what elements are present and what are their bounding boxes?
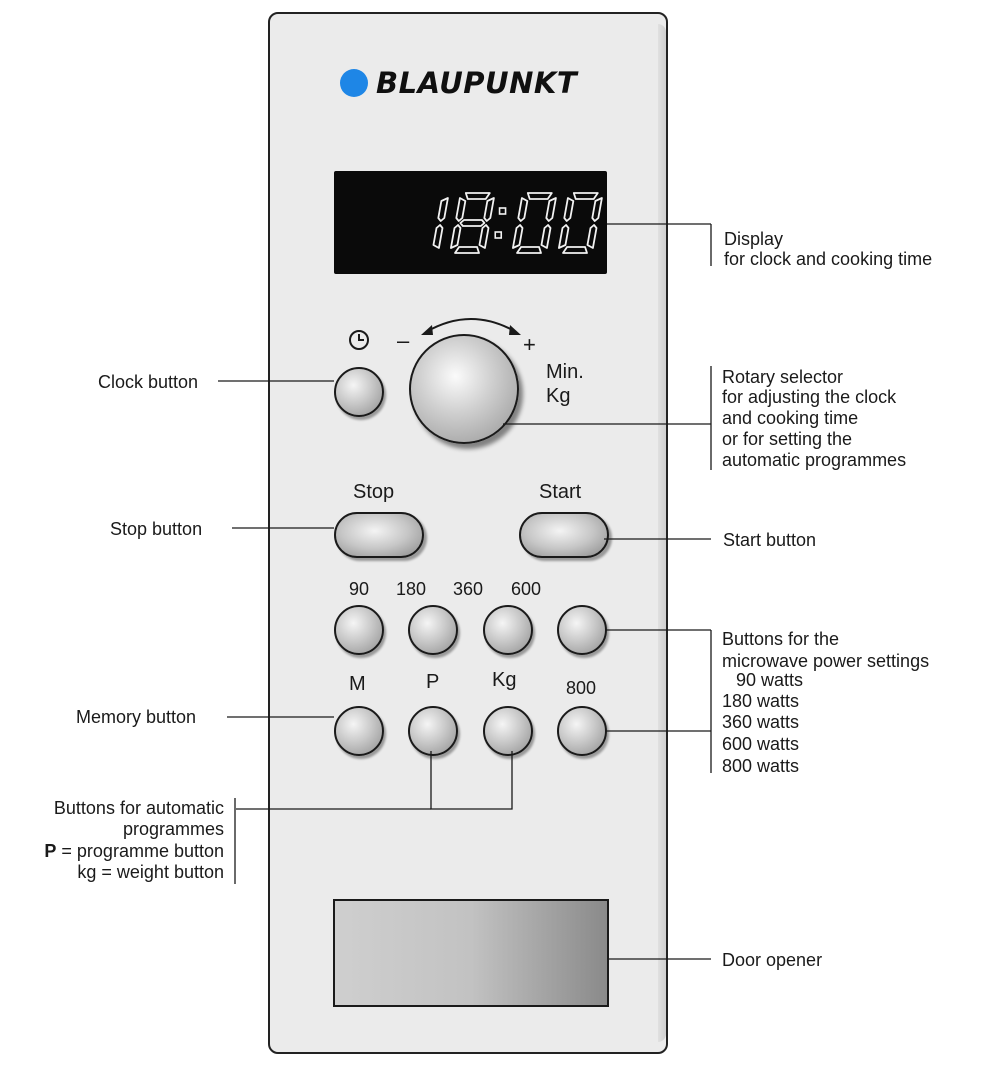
auto-callout-p-key: P [44,841,57,861]
display-callout-title: Display [724,229,784,249]
weight-button[interactable] [483,706,533,756]
display-segment [516,246,542,254]
programme-label: P [426,671,440,693]
power-600-button[interactable] [557,605,607,655]
clock-icon [349,330,369,350]
auto-callout-p-text: = programme button [56,841,224,861]
display-segment [454,246,480,254]
power-800-button[interactable] [557,706,607,756]
stop-label: Stop [353,481,395,503]
power-callout-800: 800 watts [722,756,800,776]
display-segment [450,224,462,249]
stop-button[interactable] [334,512,424,558]
door-opener-callout: Door opener [722,950,823,970]
brand-logo: BLAUPUNKT [340,66,577,100]
display-segment [545,197,557,222]
display-colon-dot [498,207,507,215]
power-callout-2: microwave power settings [722,651,930,671]
display-segment [437,197,449,222]
rotate-arrows-icon [421,318,521,335]
display-segment [478,224,490,249]
knob-min-label: Min. [546,361,584,383]
stop-button-callout: Stop button [110,519,203,539]
display-segment [511,224,524,249]
start-button[interactable] [519,512,609,558]
display-segment [455,197,467,222]
brand-dot [340,69,368,97]
programme-button[interactable] [408,706,458,756]
display-colon-dot [494,231,503,239]
start-button-callout: Start button [723,530,817,550]
memory-button[interactable] [334,706,384,756]
power-90-label: 90 [349,579,370,599]
power-360-button[interactable] [483,605,533,655]
rotary-callout-3: and cooking time [722,408,859,428]
display-segment [464,192,491,200]
power-90-button[interactable] [334,605,384,655]
clock-button[interactable] [334,367,384,417]
display-segment [562,246,588,254]
display-segment [557,224,570,249]
display-callout-desc: for clock and cooking time [724,249,933,269]
memory-button-callout: Memory button [76,707,197,727]
panel-edge-shade [658,24,666,1042]
rotary-selector-knob[interactable] [409,334,519,444]
rotary-callout-4: or for setting the [722,429,853,449]
display-segment [572,192,599,200]
display-segment [517,197,529,222]
power-callout-180: 180 watts [722,691,800,711]
auto-callout-2: programmes [122,819,224,839]
auto-callout-1: Buttons for automatic [53,798,224,818]
power-callout-1: Buttons for the [722,629,840,649]
clock-button-callout: Clock button [98,372,199,392]
rotary-callout-5: automatic programmes [722,450,907,470]
power-180-button[interactable] [408,605,458,655]
seven-segment-readout [432,192,603,254]
knob-minus-label: – [397,328,410,353]
rotary-callout-2: for adjusting the clock [722,387,897,407]
memory-label: M [349,673,366,695]
power-800-label: 800 [566,678,597,698]
display-segment [591,197,603,222]
auto-callout-kg: kg = weight button [77,862,224,882]
display-segment [540,224,552,249]
display-segment [586,224,598,249]
display-segment [459,219,486,227]
power-callout-600: 600 watts [722,734,800,754]
power-600-label: 600 [511,579,542,599]
power-360-label: 360 [453,579,484,599]
display-segment [483,197,495,222]
power-180-label: 180 [396,579,427,599]
clock-display [334,171,607,274]
display-segment [526,192,553,200]
rotary-callout-1: Rotary selector [722,367,844,387]
knob-plus-label: + [523,332,536,357]
display-segment [432,224,444,249]
door-opener-button[interactable] [333,899,609,1007]
start-label: Start [539,481,582,503]
weight-label: Kg [492,669,517,691]
power-callout-90: 90 watts [736,670,804,690]
auto-callout-p: P = programme button [44,840,224,862]
display-segment [563,197,575,222]
knob-kg-label: Kg [546,385,571,407]
power-callout-360: 360 watts [722,712,800,732]
brand-name: BLAUPUNKT [376,66,578,100]
